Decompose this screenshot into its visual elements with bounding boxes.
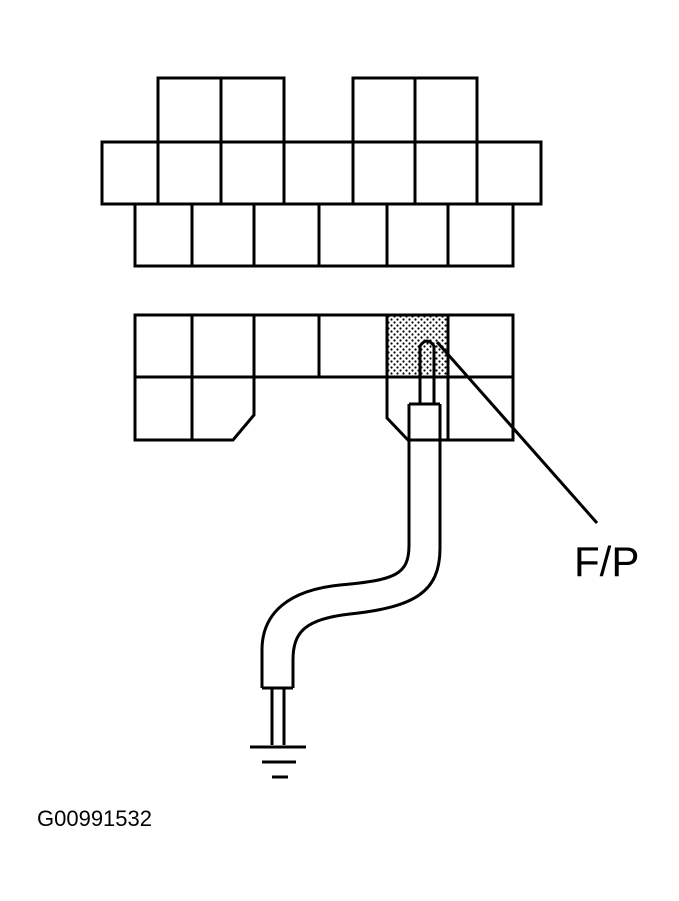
cable-outline-left [260, 404, 411, 688]
upper-cell [156, 140, 223, 206]
upper-cell [252, 202, 321, 268]
lower-cell [190, 375, 256, 442]
lower-cell [190, 313, 256, 379]
upper-cell [317, 202, 389, 268]
upper-cell [219, 140, 286, 206]
lower-cell [446, 375, 515, 442]
ground-icon [250, 745, 306, 779]
lower-cell [317, 313, 389, 379]
upper-cell [446, 202, 515, 268]
upper-cell [413, 140, 479, 206]
upper-cell [190, 202, 256, 268]
upper-cell [351, 76, 417, 144]
upper-cell [413, 76, 479, 144]
upper-cell [475, 140, 543, 206]
upper-cell [219, 76, 286, 144]
lower-cell [133, 375, 194, 442]
figure-id: G00991532 [37, 806, 152, 831]
probe-wire [260, 339, 442, 745]
cable-outline-right [291, 404, 442, 688]
lower-cell [133, 313, 194, 379]
callout-label: F/P [574, 538, 639, 585]
upper-cell [385, 202, 450, 268]
upper-cell [100, 140, 160, 206]
upper-cell [133, 202, 194, 268]
lower-cell [252, 313, 321, 379]
lower-connector [133, 313, 515, 442]
upper-cell [156, 76, 223, 144]
upper-cell [282, 140, 355, 206]
probe-pin [418, 339, 436, 406]
callout-leader [435, 341, 599, 524]
upper-connector [100, 76, 543, 268]
upper-cell [351, 140, 417, 206]
